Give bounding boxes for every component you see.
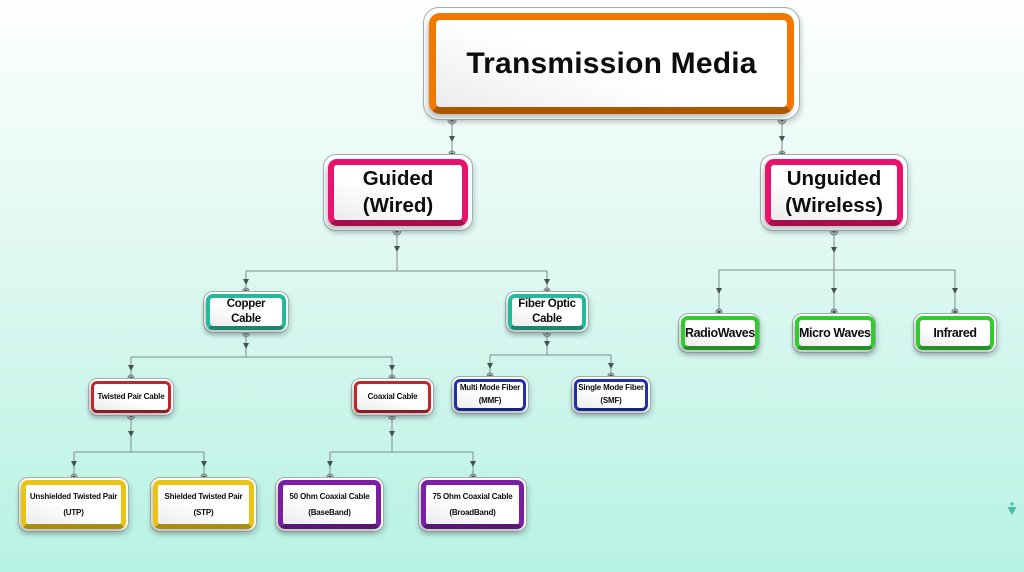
node-label: Fiber Optic: [518, 298, 576, 311]
node-label: Cable: [532, 313, 562, 325]
node-label: 50 Ohm Coaxial Cable: [289, 492, 370, 502]
node-label: (UTP): [63, 507, 84, 517]
node-transmission-media: Transmission Media: [423, 7, 800, 120]
node-label: (BroadBand): [449, 507, 496, 517]
node-50-ohm-coaxial-cable: 50 Ohm Coaxial Cable (BaseBand): [275, 477, 384, 532]
node-label: Transmission Media: [466, 46, 757, 80]
corner-sparkle-icon: [1007, 502, 1017, 515]
node-unguided-wireless: Unguided (Wireless): [760, 154, 908, 231]
node-fiber-optic-cable: Fiber Optic Cable: [505, 291, 589, 333]
node-label: Shielded Twisted Pair: [164, 492, 243, 502]
node-shielded-twisted-pair: Shielded Twisted Pair (STP): [150, 477, 257, 532]
node-label: Infrared: [933, 326, 977, 340]
node-single-mode-fiber: Single Mode Fiber (SMF): [571, 376, 651, 414]
node-label: Micro Waves: [799, 326, 871, 340]
node-label: Unguided: [786, 166, 882, 190]
node-infrared: Infrared: [913, 313, 997, 353]
node-copper-cable: Copper Cable: [203, 291, 289, 333]
node-label: Guided: [362, 166, 434, 190]
node-unshielded-twisted-pair: Unshielded Twisted Pair (UTP): [18, 477, 129, 532]
node-label: Multi Mode Fiber: [459, 383, 521, 393]
node-label: RadioWaves: [685, 326, 755, 340]
node-label: Coaxial Cable: [367, 391, 418, 401]
node-label: (STP): [193, 507, 214, 517]
node-coaxial-cable: Coaxial Cable: [351, 378, 434, 416]
node-label: Single Mode Fiber: [578, 383, 644, 393]
node-75-ohm-coaxial-cable: 75 Ohm Coaxial Cable (BroadBand): [418, 477, 527, 532]
node-guided-wired: Guided (Wired): [323, 154, 473, 231]
arrow-icons: [71, 136, 958, 467]
node-label: Copper: [226, 298, 266, 311]
node-label: (BaseBand): [308, 507, 351, 517]
node-twisted-pair-cable: Twisted Pair Cable: [88, 378, 174, 416]
node-label: Cable: [231, 313, 261, 325]
node-label: Twisted Pair Cable: [97, 391, 165, 401]
node-micro-waves: Micro Waves: [792, 313, 876, 353]
node-radiowaves: RadioWaves: [678, 313, 760, 353]
node-label: (Wireless): [785, 193, 883, 217]
node-label: (MMF): [478, 396, 502, 405]
node-multi-mode-fiber: Multi Mode Fiber (MMF): [451, 376, 529, 414]
node-label: (Wired): [362, 193, 434, 217]
node-label: Unshielded Twisted Pair: [29, 492, 118, 502]
node-label: 75 Ohm Coaxial Cable: [432, 492, 513, 502]
node-label: (SMF): [600, 396, 622, 405]
